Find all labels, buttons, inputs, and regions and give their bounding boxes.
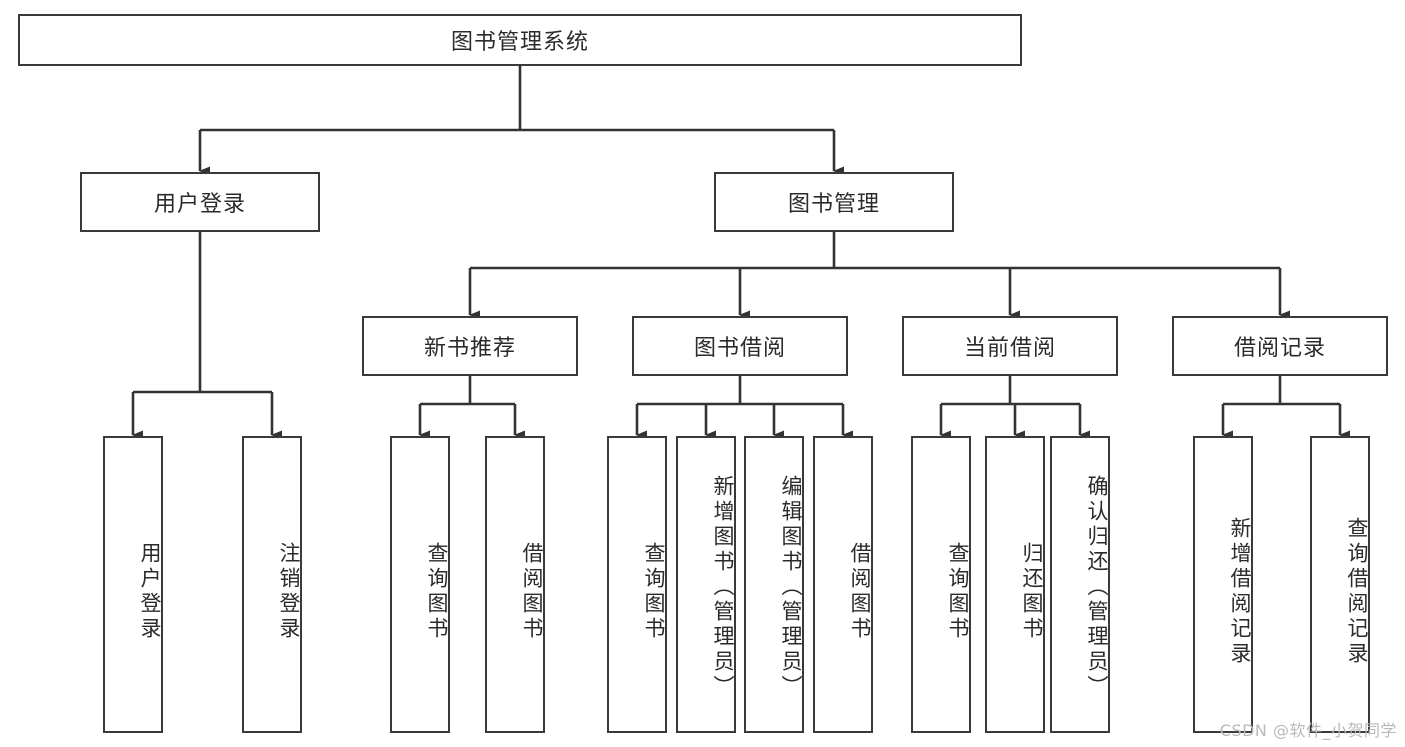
node-user-login[interactable]: 用户登录 [80, 172, 320, 232]
node-new-book-recommend[interactable]: 新书推荐 [362, 316, 578, 376]
node-label: 新书推荐 [423, 336, 516, 361]
node-book-borrow[interactable]: 图书借阅 [632, 316, 848, 376]
node-label: 图书借阅 [693, 336, 786, 361]
leaf-query-book-current[interactable]: 查询图书 [911, 436, 971, 733]
node-label: 注销登录 [277, 541, 301, 642]
node-label: 借阅图书 [848, 541, 872, 642]
leaf-query-borrow-record[interactable]: 查询借阅记录 [1310, 436, 1370, 733]
node-label: 编辑图书（管理员） [779, 475, 803, 700]
node-label: 查询图书 [946, 541, 970, 642]
node-label: 新增图书（管理员） [711, 475, 735, 700]
leaf-add-book-admin[interactable]: 新增图书（管理员） [676, 436, 736, 733]
node-book-management[interactable]: 图书管理 [714, 172, 954, 232]
node-label: 用户登录 [153, 192, 246, 217]
leaf-return-book[interactable]: 归还图书 [985, 436, 1045, 733]
node-label: 用户登录 [138, 541, 162, 642]
node-label: 查询图书 [425, 541, 449, 642]
node-label: 当前借阅 [963, 336, 1056, 361]
node-label: 图书管理 [787, 192, 880, 217]
node-label: 借阅记录 [1233, 336, 1326, 361]
leaf-confirm-return-admin[interactable]: 确认归还（管理员） [1050, 436, 1110, 733]
node-label: 归还图书 [1020, 541, 1044, 642]
node-root[interactable]: 图书管理系统 [18, 14, 1022, 66]
node-label: 借阅图书 [520, 541, 544, 642]
leaf-logout[interactable]: 注销登录 [242, 436, 302, 733]
node-label: 查询借阅记录 [1345, 516, 1369, 667]
node-label: 图书管理系统 [450, 30, 589, 55]
csdn-watermark: CSDN @软件_小贺同学 [1219, 721, 1397, 740]
leaf-edit-book-admin[interactable]: 编辑图书（管理员） [744, 436, 804, 733]
node-current-borrow[interactable]: 当前借阅 [902, 316, 1118, 376]
node-label: 查询图书 [642, 541, 666, 642]
leaf-borrow-book-rec[interactable]: 借阅图书 [485, 436, 545, 733]
leaf-query-book-rec[interactable]: 查询图书 [390, 436, 450, 733]
leaf-user-login[interactable]: 用户登录 [103, 436, 163, 733]
node-borrow-record[interactable]: 借阅记录 [1172, 316, 1388, 376]
node-label: 新增借阅记录 [1228, 516, 1252, 667]
leaf-query-book-borrow[interactable]: 查询图书 [607, 436, 667, 733]
node-label: 确认归还（管理员） [1085, 475, 1109, 700]
leaf-borrow-book[interactable]: 借阅图书 [813, 436, 873, 733]
leaf-add-borrow-record[interactable]: 新增借阅记录 [1193, 436, 1253, 733]
